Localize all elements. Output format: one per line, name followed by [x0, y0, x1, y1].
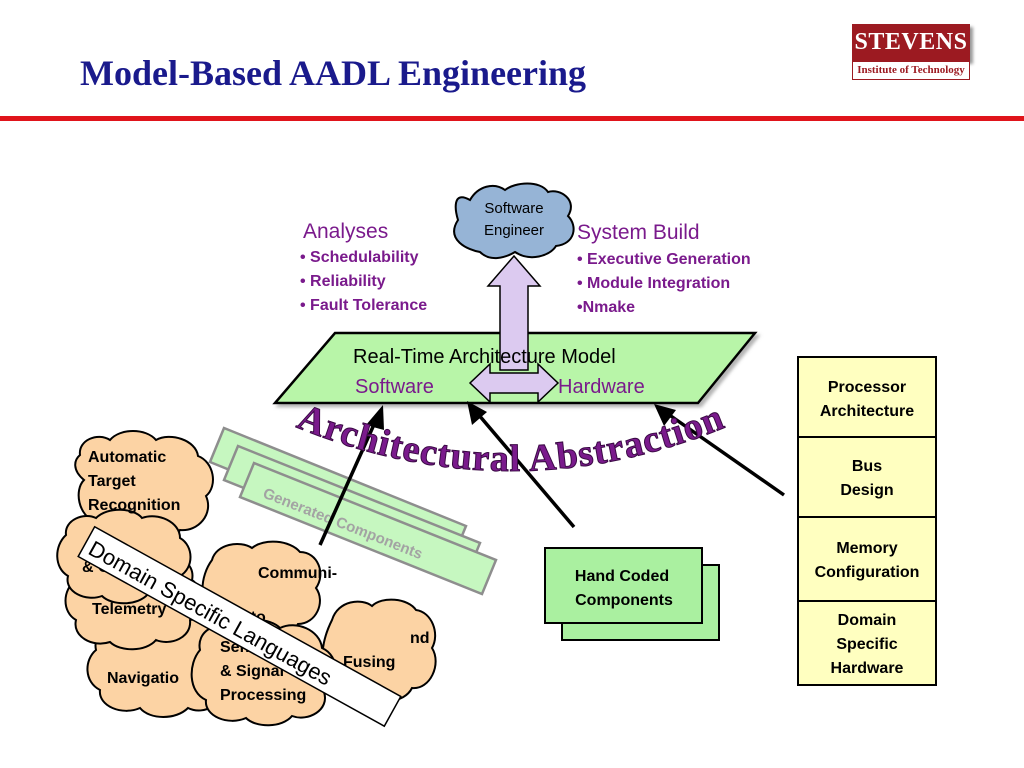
- analyses-heading: Analyses: [303, 220, 388, 243]
- software-engineer-cloud: Software Engineer: [453, 182, 575, 259]
- fusing-label: Fusing: [343, 654, 395, 671]
- system-build-item: •Nmake: [577, 299, 635, 316]
- model-software-label: Software: [355, 376, 434, 398]
- communication-label: Communi-: [258, 565, 337, 582]
- abstraction-arrows: [318, 401, 786, 546]
- hardware-stack: Processor Architecture Bus Design Memory…: [797, 356, 937, 686]
- system-build-item: • Executive Generation: [577, 251, 751, 268]
- model-hardware-label: Hardware: [558, 376, 645, 398]
- analyses-item: • Fault Tolerance: [300, 297, 427, 314]
- engineer-line-2: Engineer: [484, 222, 544, 239]
- double-arrow-icon: [468, 362, 560, 404]
- atr-label: Target: [88, 473, 136, 490]
- navigation-label: Navigatio: [107, 670, 179, 687]
- hand-coded-line-2: Components: [575, 592, 673, 609]
- analyses-item: • Reliability: [300, 273, 386, 290]
- hardware-processor: Architecture: [820, 403, 914, 420]
- hardware-bus: Design: [840, 482, 893, 499]
- hardware-memory: Configuration: [815, 564, 920, 581]
- sensor-label: & Signal: [220, 663, 284, 680]
- system-build-item: • Module Integration: [577, 275, 730, 292]
- fusing-label: nd: [410, 630, 430, 647]
- system-build-heading: System Build: [577, 221, 700, 244]
- engineer-line-1: Software: [484, 200, 543, 217]
- up-arrow-icon: [486, 254, 542, 371]
- hand-coded-components: Hand Coded Components: [544, 547, 720, 641]
- analyses-item: • Schedulability: [300, 249, 419, 266]
- logo-name: STEVENS: [852, 24, 970, 61]
- stevens-logo: STEVENS Institute of Technology: [852, 24, 974, 82]
- architectural-abstraction-banner: Architectural Abstraction: [291, 396, 729, 481]
- hardware-memory: Memory: [836, 540, 897, 557]
- analyses-list: Analyses • Schedulability • Reliability …: [300, 220, 427, 314]
- model-title: Real-Time Architecture Model: [353, 346, 616, 368]
- logo-subtitle: Institute of Technology: [852, 61, 970, 80]
- hardware-dsh: Specific: [836, 636, 897, 653]
- system-build-list: System Build • Executive Generation • Mo…: [577, 221, 751, 316]
- hand-coded-line-1: Hand Coded: [575, 568, 669, 585]
- telemetry-label: Telemetry: [92, 601, 167, 618]
- title-divider: [0, 116, 1024, 121]
- atr-label: Automatic: [88, 449, 166, 466]
- slide-title: Model-Based AADL Engineering: [80, 53, 587, 93]
- hardware-dsh: Hardware: [831, 660, 904, 677]
- atr-label: Recognition: [88, 497, 180, 514]
- hardware-dsh: Domain: [838, 612, 897, 629]
- hardware-processor: Processor: [828, 379, 906, 396]
- hardware-bus: Bus: [852, 458, 882, 475]
- sensor-label: Processing: [220, 687, 306, 704]
